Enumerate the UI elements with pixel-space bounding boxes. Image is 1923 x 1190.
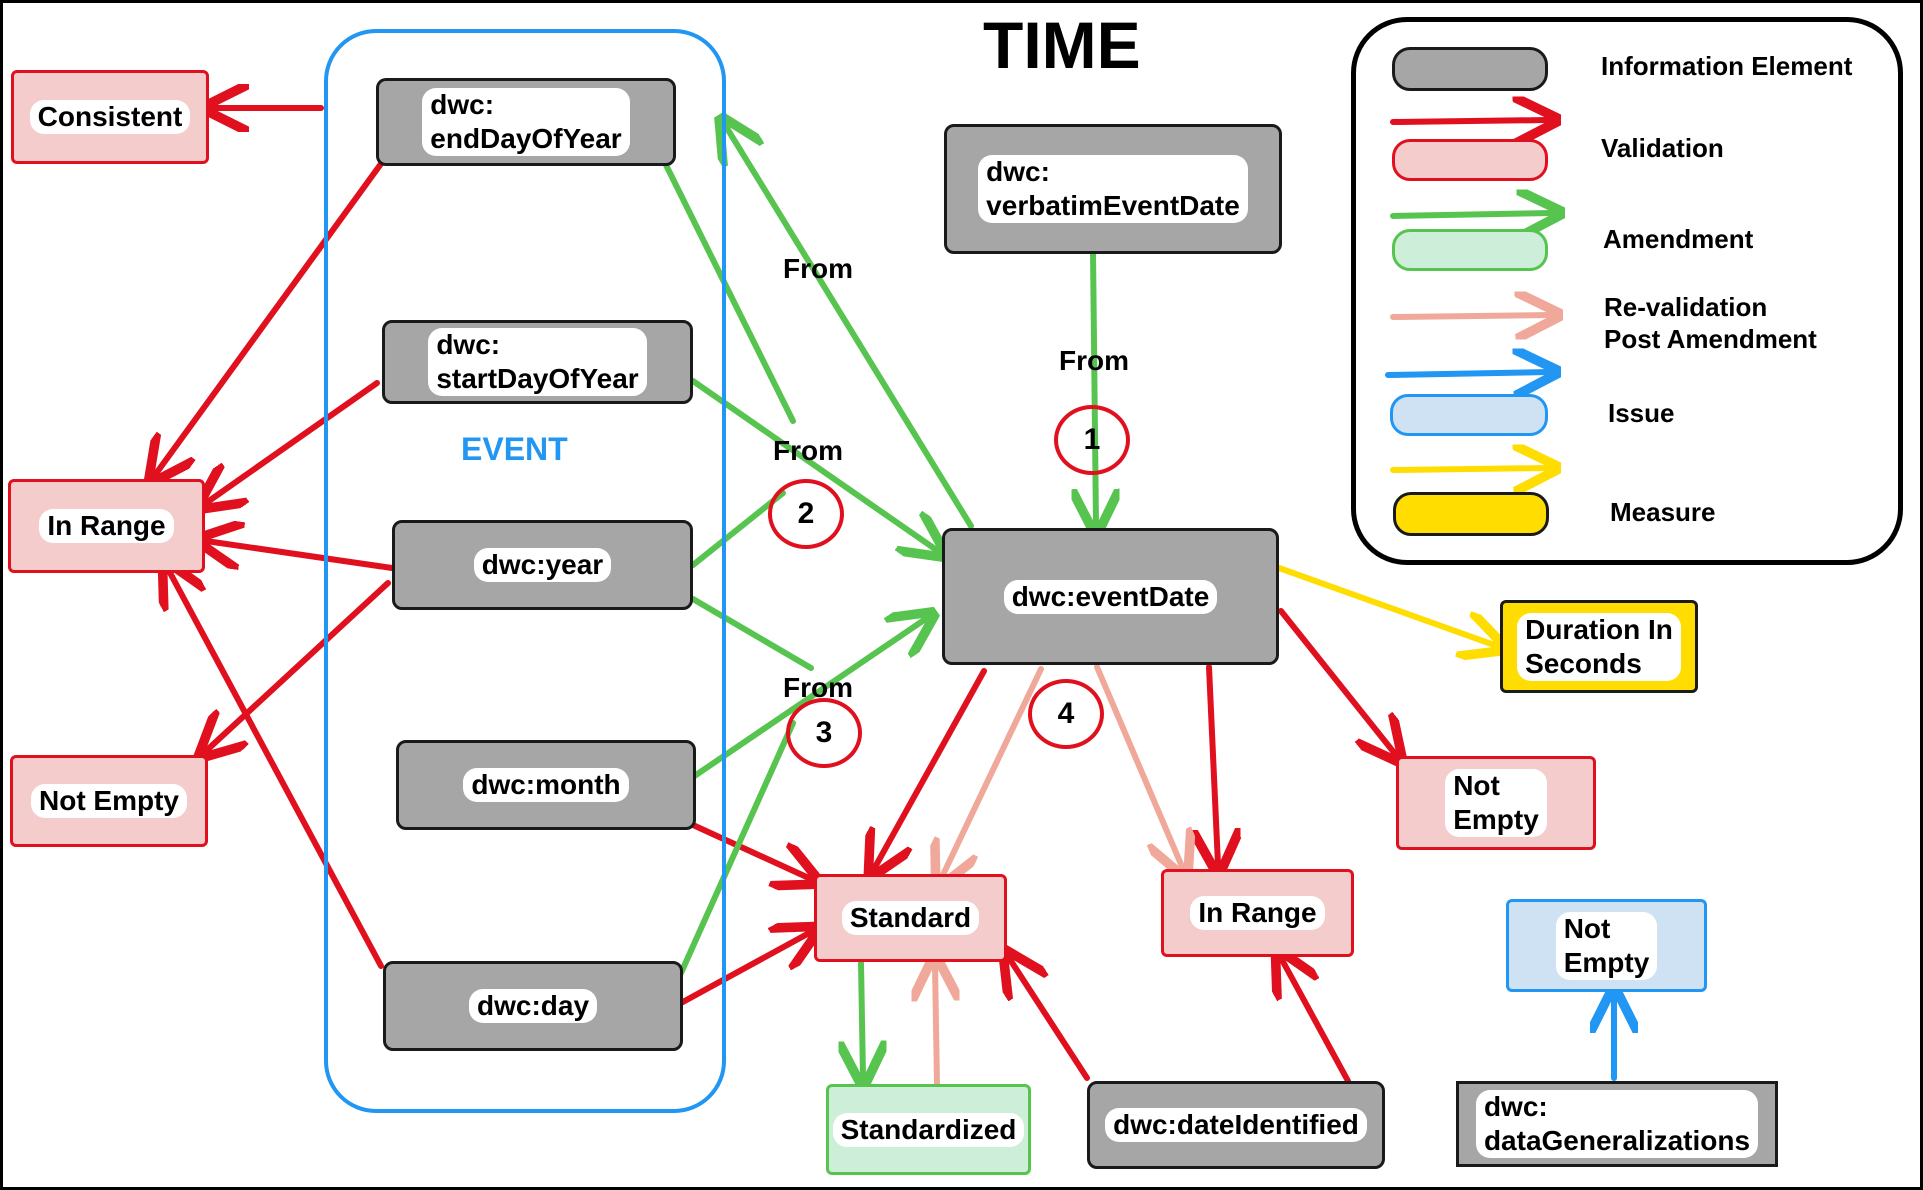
node-day: dwc:day: [383, 961, 683, 1051]
node-data-generalizations: dwc: dataGeneralizations: [1456, 1081, 1778, 1167]
legend-swatch-issue: [1390, 394, 1548, 436]
measure-duration-in-seconds: Duration In Seconds: [1500, 600, 1698, 693]
arrow-event-date-to-standard: [874, 668, 987, 869]
issue-not-empty: Not Empty: [1506, 899, 1707, 992]
arrow-year-to-not-empty: [206, 580, 391, 751]
arrow-standardized-revalidate-standard: [935, 965, 937, 1088]
step-circle-2: 2: [768, 479, 844, 549]
arrow-revalidate-standard: [941, 666, 1044, 879]
event-group-box: [324, 29, 726, 1113]
legend: Information Element Validation Amendment…: [1351, 17, 1903, 565]
legend-swatch-measure: [1393, 492, 1549, 536]
arrow-date-identified-to-in-range: [1281, 958, 1351, 1084]
diagram-title: TIME: [983, 8, 1141, 82]
arrow-event-date-to-in-range: [1209, 664, 1218, 865]
legend-label-measure: Measure: [1610, 497, 1716, 527]
node-event-date: dwc:eventDate: [942, 528, 1279, 665]
arrow-date-identified-to-standard: [1009, 958, 1090, 1081]
arrow-standard-to-standardized: [861, 960, 863, 1077]
legend-arrow-measure: [1390, 468, 1549, 470]
arrow-month-to-standard: [690, 822, 811, 879]
legend-label-information-element: Information Element: [1601, 51, 1853, 81]
node-verbatim-event-date: dwc: verbatimEventDate: [944, 124, 1282, 254]
validation-not-empty-left: Not Empty: [10, 755, 208, 847]
legend-arrow-validation: [1390, 120, 1549, 122]
arrow-start-day-to-event-date: [690, 378, 938, 551]
edge-label-from-end-day: From: [783, 253, 853, 284]
edge-label-from-month-day: From: [783, 672, 853, 703]
node-date-identified: dwc:dateIdentified: [1087, 1081, 1385, 1169]
legend-label-revalidation: Re-validation Post Amendment: [1604, 292, 1817, 354]
line-year-from-2: [690, 596, 814, 671]
legend-swatch-amendment: [1392, 229, 1548, 271]
legend-swatch-validation: [1392, 139, 1548, 181]
arrow-event-date-to-duration: [1276, 565, 1497, 646]
validation-in-range-left: In Range: [8, 479, 205, 573]
edge-label-from-verbatim: From: [1059, 345, 1129, 376]
validation-standard: Standard: [814, 874, 1007, 962]
arrow-day-to-standard: [678, 932, 811, 1006]
step-circle-4: 4: [1028, 679, 1104, 749]
arrow-month-to-event-date: [690, 618, 927, 780]
arrow-end-day-to-in-range: [155, 158, 386, 475]
arrow-event-date-from-end-day: [725, 125, 974, 529]
line-end-day-from: [663, 162, 796, 424]
arrow-year-to-in-range: [206, 541, 395, 571]
amendment-standardized: Standardized: [826, 1084, 1031, 1175]
node-year: dwc:year: [392, 520, 693, 610]
legend-arrow-issue: [1385, 372, 1549, 375]
step-circle-1: 1: [1054, 405, 1130, 475]
node-month: dwc:month: [396, 740, 696, 830]
validation-consistent: Consistent: [11, 70, 209, 164]
node-end-day-of-year: dwc: endDayOfYear: [376, 78, 676, 166]
validation-in-range-mid: In Range: [1161, 869, 1354, 957]
edge-label-from-start-day: From: [773, 435, 843, 466]
step-circle-3: 3: [786, 698, 862, 768]
legend-label-validation: Validation: [1601, 133, 1724, 163]
arrow-start-day-to-in-range: [206, 380, 380, 503]
validation-not-empty-right: Not Empty: [1396, 756, 1596, 850]
arrows-layer: [3, 3, 1923, 1190]
line-day-from: [678, 720, 796, 976]
line-year-from: [690, 490, 786, 568]
legend-arrow-amendment: [1390, 213, 1553, 216]
legend-swatch-information-element: [1392, 47, 1548, 91]
node-start-day-of-year: dwc: startDayOfYear: [382, 320, 693, 404]
arrow-day-to-in-range: [168, 569, 384, 969]
event-group-label: EVENT: [461, 431, 568, 467]
legend-label-issue: Issue: [1608, 398, 1675, 428]
arrow-event-date-to-not-empty: [1278, 608, 1396, 755]
arrow-verbatim-to-event-date: [1093, 248, 1096, 525]
legend-label-amendment: Amendment: [1603, 224, 1754, 254]
arrow-revalidate-in-range: [1094, 664, 1183, 869]
legend-arrow-revalidation: [1390, 315, 1551, 317]
